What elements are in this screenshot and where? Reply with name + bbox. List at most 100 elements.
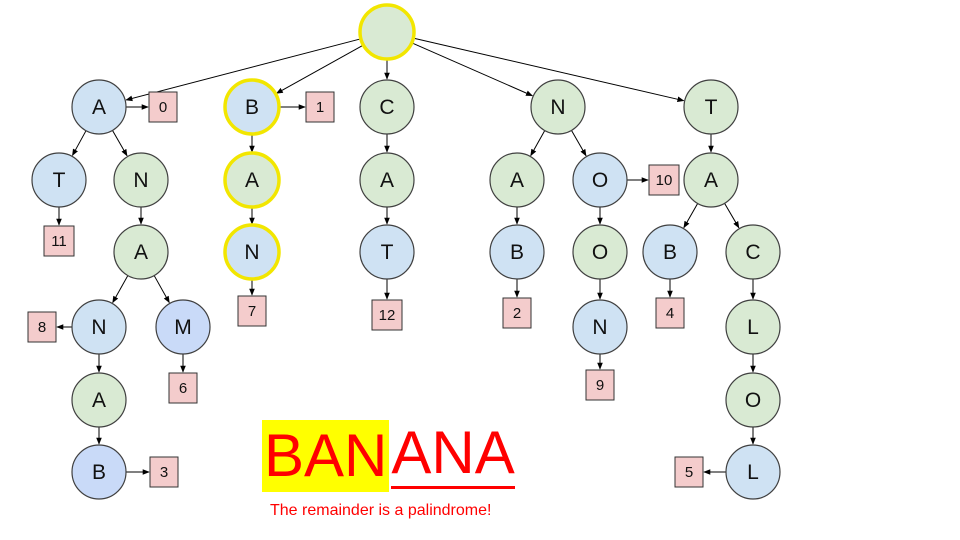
edge-N0-to-N_A [530,130,546,157]
tree-node-N0: N [530,79,586,135]
index-box-7: 7 [237,295,267,327]
index-box-12: 12 [371,299,403,331]
node-label: T [53,169,66,192]
tree-node-T_A_C: C [725,224,781,280]
node-label: C [379,96,394,119]
index-box-label: 3 [160,464,168,481]
node-circle [683,79,739,135]
node-label: N [550,96,565,119]
index-box-10: 10 [648,164,680,196]
node-circle [71,444,127,500]
tree-node-B0: B [223,78,281,136]
node-label: N [133,169,148,192]
index-box-connectors [56,104,726,475]
tree-node-A_N_A_N_A_B: B [71,444,127,500]
index-box-label: 6 [179,380,187,397]
node-circle [530,79,586,135]
tree-node-N_O_O: O [572,224,628,280]
index-box-label: 8 [38,319,46,336]
node-label: C [745,241,760,264]
index-box-3: 3 [149,456,179,488]
index-box-rect [148,91,178,123]
tree-node-A_N_A: A [113,224,169,280]
node-label: A [704,169,718,192]
index-box-rect [305,91,335,123]
tree-node-T_A_C_L_O_L: L [725,444,781,500]
node-label: O [592,241,608,264]
node-label: A [510,169,524,192]
index-box-rect [27,311,57,343]
index-box-rect [674,456,704,488]
edge-T_A-to-T_A_C [724,203,740,229]
index-box-label: 7 [248,303,256,320]
edge-root-to-B0 [275,44,364,94]
index-box-11: 11 [43,225,75,257]
node-circle [489,224,545,280]
node-circle [683,152,739,208]
tree-node-B_A: A [223,151,281,209]
edge-T_A-to-T_A_B [683,203,699,229]
index-box-label: 9 [596,377,604,394]
node-label: O [592,169,608,192]
tree-node-A_N_A_M: M [155,299,211,355]
node-circle [725,299,781,355]
index-box-rect [149,456,179,488]
node-circle [359,224,415,280]
index-box-label: 2 [513,305,521,322]
index-box-rect [655,297,685,329]
node-circle [155,299,211,355]
node-circle [725,224,781,280]
edge-A_N_A-to-A_N_A_M [153,275,170,304]
index-box-4: 4 [655,297,685,329]
node-label: A [92,389,106,412]
tree-node-A_N_A_N: N [71,299,127,355]
node-circle [572,224,628,280]
node-circle [223,78,281,136]
node-circle [725,444,781,500]
node-label: L [747,461,759,484]
edge-A0-to-A_N [112,130,128,157]
tree-node-N_O_O_N: N [572,299,628,355]
node-circle [71,79,127,135]
tree-node-T0: T [683,79,739,135]
word-banana: BAN ANA [262,420,515,492]
index-box-rect [168,372,198,404]
node-label: M [174,316,192,339]
tree-node-C0: C [359,79,415,135]
tree-node-A_N_A_N_A: A [71,372,127,428]
node-label: T [705,96,718,119]
index-box-label: 5 [685,464,693,481]
node-label: A [92,96,106,119]
index-box-1: 1 [305,91,335,123]
tree-node-N_O: O [572,152,628,208]
index-box-label: 11 [51,233,67,250]
edge-A0-to-A_T [72,130,87,157]
index-box-0: 0 [148,91,178,123]
node-circle [31,152,87,208]
edges-layer [72,37,756,445]
tree-node-C_A: A [359,152,415,208]
edge-N0-to-N_O [571,130,587,157]
node-circle [113,152,169,208]
tree-node-root [358,3,416,61]
tree-node-T_A_C_L_O: O [725,372,781,428]
edge-root-to-T0 [413,37,685,102]
index-box-2: 2 [502,297,532,329]
index-box-6: 6 [168,372,198,404]
tree-node-A_N: N [113,152,169,208]
index-box-label: 0 [159,99,167,116]
node-label: B [92,461,106,484]
node-circle [71,372,127,428]
tree-node-N_A_B: B [489,224,545,280]
index-box-label: 12 [379,307,396,324]
node-label: L [747,316,759,339]
index-box-rect [585,369,615,401]
index-box-rect [237,295,267,327]
node-label: A [134,241,148,264]
tree-node-C_A_T: T [359,224,415,280]
node-circle [642,224,698,280]
node-label: B [663,241,677,264]
